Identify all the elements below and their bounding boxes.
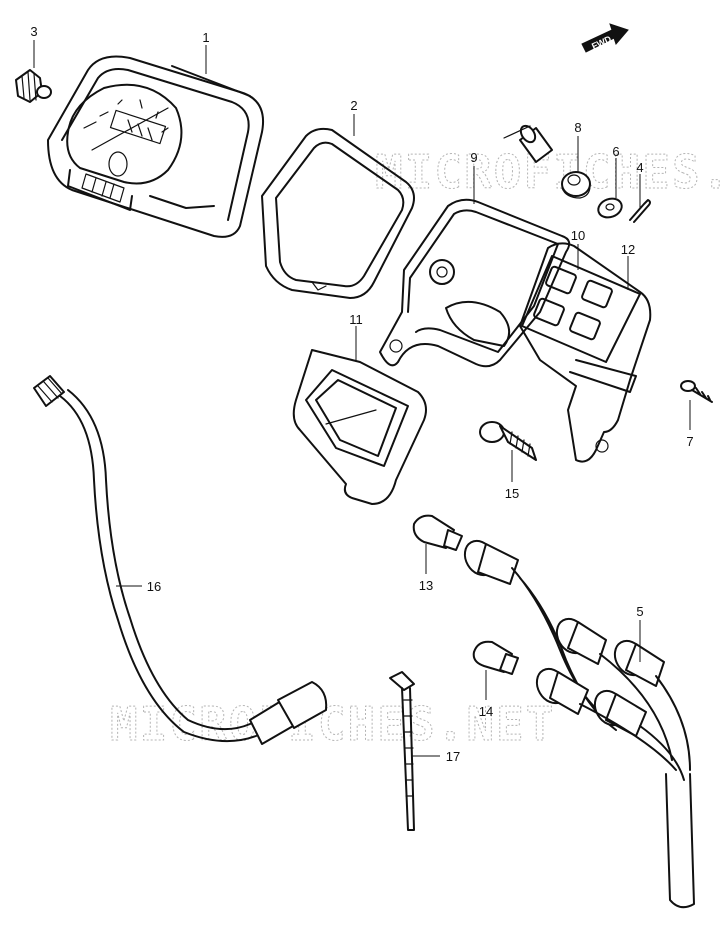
callout-11: 11 bbox=[349, 312, 363, 327]
callout-13: 13 bbox=[419, 578, 433, 593]
callout-6: 6 bbox=[612, 144, 619, 159]
part-7-screw bbox=[680, 380, 713, 403]
part-13-bulb bbox=[412, 514, 463, 551]
callout-4: 4 bbox=[636, 160, 643, 175]
part-5-socket-harness bbox=[463, 539, 695, 909]
callout-16: 16 bbox=[147, 579, 161, 594]
part-16-speedometer-cable bbox=[33, 375, 328, 745]
fwd-arrow-icon: FWD bbox=[581, 23, 629, 53]
part-4-pin bbox=[629, 199, 651, 223]
callout-10: 10 bbox=[571, 228, 585, 243]
part-10-indicator-lens bbox=[521, 255, 641, 363]
leader-lines bbox=[33, 40, 691, 757]
callout-9: 9 bbox=[470, 150, 477, 165]
callout-15: 15 bbox=[505, 486, 519, 501]
part-12-housing bbox=[519, 242, 652, 463]
callout-2: 2 bbox=[350, 98, 357, 113]
part-2-gasket bbox=[261, 127, 415, 299]
callout-1: 1 bbox=[202, 30, 209, 45]
part-6-washer bbox=[597, 197, 623, 219]
part-15-bolt bbox=[479, 421, 537, 461]
part-17-cable-tie bbox=[389, 671, 415, 831]
part-8-grommet bbox=[561, 171, 591, 199]
callout-14: 14 bbox=[479, 704, 493, 719]
watermark-bottom: MICROFICHES.NET bbox=[110, 697, 555, 751]
part-14-bulb bbox=[472, 640, 519, 675]
callout-3: 3 bbox=[30, 24, 37, 39]
watermark-top: MICROFICHES.NET bbox=[375, 145, 727, 199]
callout-12: 12 bbox=[621, 242, 635, 257]
callout-7: 7 bbox=[686, 434, 693, 449]
part-bulb-socket-top bbox=[503, 124, 553, 163]
callout-8: 8 bbox=[574, 120, 581, 135]
callout-5: 5 bbox=[636, 604, 643, 619]
part-11-lens-cover bbox=[292, 349, 427, 505]
part-1-meter-assembly bbox=[47, 55, 264, 238]
callout-17: 17 bbox=[446, 749, 460, 764]
part-3-nut bbox=[15, 69, 52, 103]
